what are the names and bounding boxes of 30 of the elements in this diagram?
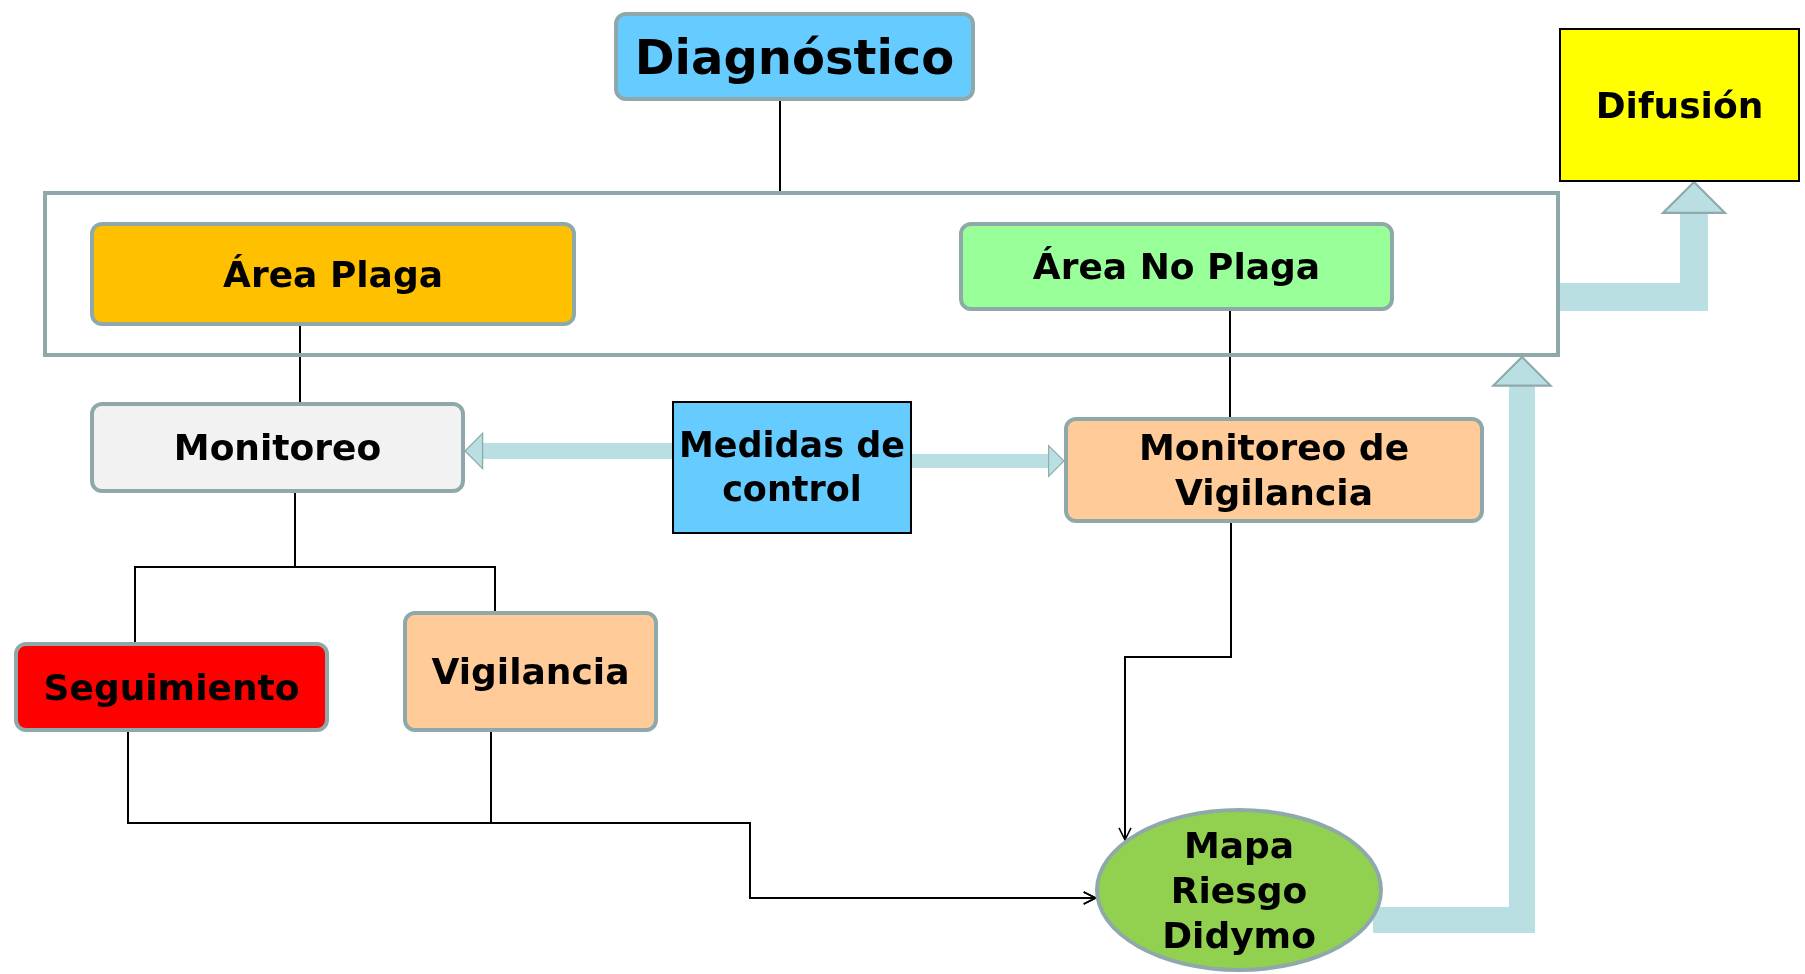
group-frame bbox=[43, 191, 1560, 357]
process-box bbox=[672, 401, 912, 534]
connector bbox=[1118, 522, 1232, 841]
node-label: Difusión bbox=[1594, 83, 1765, 128]
process-box bbox=[1559, 28, 1800, 182]
block-arrow bbox=[1373, 355, 1552, 933]
node-label: Vigilancia bbox=[430, 650, 631, 694]
connector bbox=[779, 100, 781, 192]
process-box bbox=[14, 642, 329, 732]
process-box bbox=[1064, 417, 1484, 523]
process-box bbox=[614, 12, 975, 101]
node-label: Área Plaga bbox=[222, 252, 444, 297]
connector bbox=[1229, 310, 1231, 418]
connector bbox=[294, 492, 496, 612]
node-label: Diagnóstico bbox=[633, 27, 956, 87]
node-label: Monitoreo bbox=[172, 426, 383, 470]
process-box bbox=[90, 402, 465, 493]
process-box bbox=[403, 611, 658, 732]
node-label: Área No Plaga bbox=[1031, 245, 1322, 289]
node-label: Mapa Riesgo Didymo bbox=[1161, 823, 1317, 958]
connector bbox=[299, 325, 301, 403]
process-box bbox=[959, 222, 1394, 311]
node-label: Monitoreo de Vigilancia bbox=[1137, 426, 1411, 515]
node-label: Medidas de control bbox=[677, 423, 907, 511]
process-box bbox=[90, 222, 576, 326]
block-arrow bbox=[1560, 180, 1726, 311]
block-arrow bbox=[464, 432, 672, 470]
block-arrow bbox=[912, 445, 1065, 477]
connector bbox=[490, 731, 1097, 905]
node-label: Seguimiento bbox=[42, 665, 301, 710]
